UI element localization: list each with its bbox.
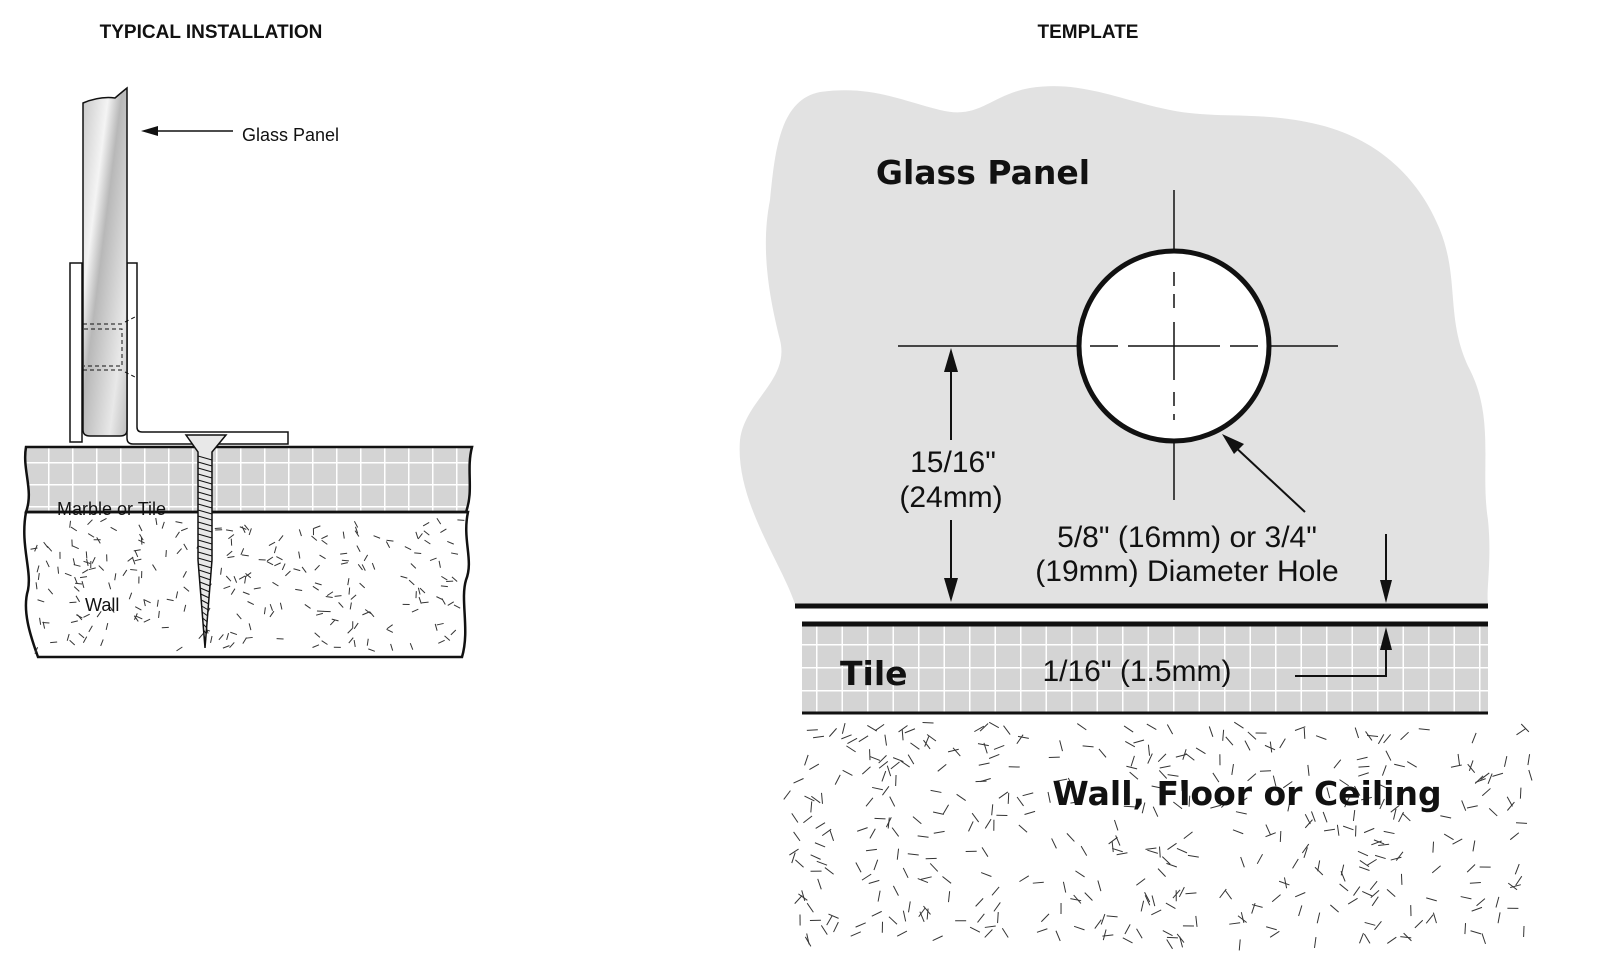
template-glass-label: Glass Panel xyxy=(876,153,1090,192)
height-dim-line2: (24mm) xyxy=(899,481,1002,514)
height-dim-line1: 15/16" xyxy=(910,446,996,479)
installation-glass-label: Glass Panel xyxy=(242,125,339,145)
template-drawing: 15/16" (24mm) 5/8" (16mm) or 3/4" (19mm)… xyxy=(739,86,1533,951)
template-tile xyxy=(802,624,1488,713)
wall-speckle xyxy=(30,517,465,654)
arrow-down-icon xyxy=(1380,580,1392,603)
installation-wall-label: Wall xyxy=(85,595,119,615)
template-heading: TEMPLATE xyxy=(1038,22,1139,43)
gap-dim: 1/16" (1.5mm) xyxy=(1042,655,1231,688)
arrow-icon xyxy=(141,126,158,136)
installation-drawing: Glass Panel Marble or Tile Wall xyxy=(23,86,474,659)
arrow-icon xyxy=(1222,434,1244,454)
substrate-label: Wall, Floor or Ceiling xyxy=(1052,774,1441,813)
hole-note-line2: (19mm) Diameter Hole xyxy=(1035,555,1338,588)
installation-heading: TYPICAL INSTALLATION xyxy=(100,22,323,43)
wall-section xyxy=(23,510,471,659)
arrow-up-icon xyxy=(1380,627,1392,650)
arrow-up-icon xyxy=(944,348,958,372)
glass-panel xyxy=(82,86,128,437)
substrate-speckle xyxy=(783,721,1533,951)
installation-tile-label: Marble or Tile xyxy=(57,499,166,519)
clamp-l-bracket xyxy=(126,262,289,445)
crosshair xyxy=(898,190,1338,500)
clamp-left-plate xyxy=(69,262,83,443)
hole-note-line1: 5/8" (16mm) or 3/4" xyxy=(1057,521,1317,554)
template-tile-label: Tile xyxy=(840,654,908,693)
screw xyxy=(184,434,228,649)
arrow-down-icon xyxy=(944,578,958,602)
